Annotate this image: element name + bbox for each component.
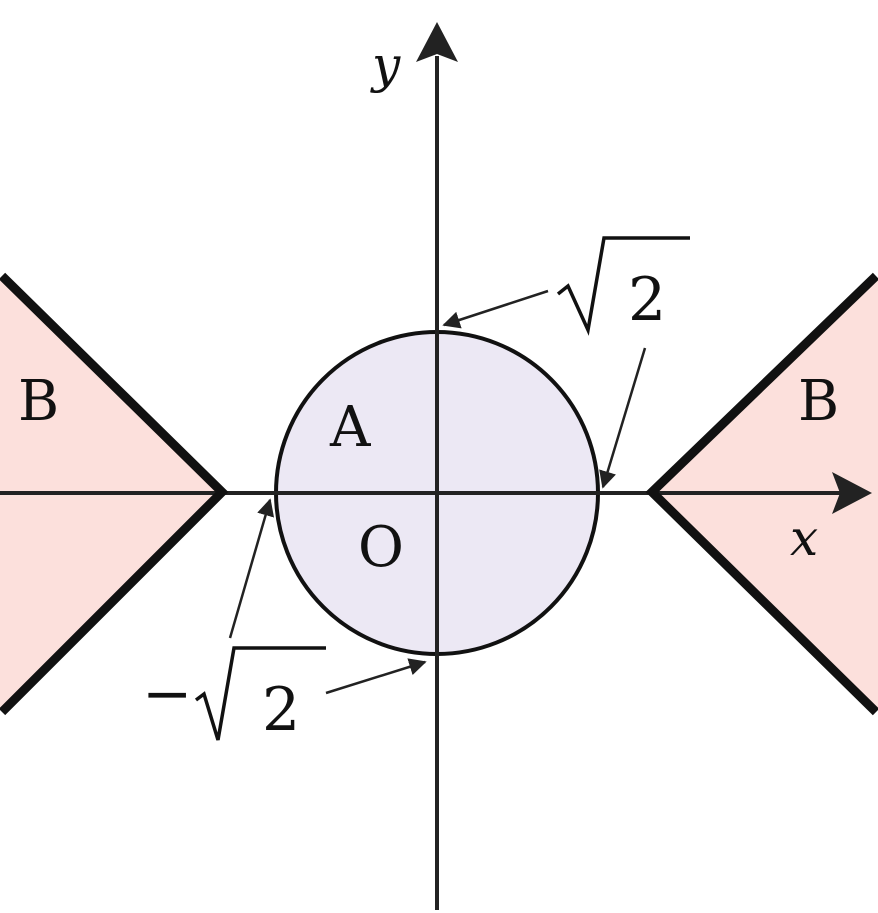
boundary-right	[645, 272, 878, 716]
origin-label: O	[358, 515, 404, 580]
region-a-label: A	[329, 395, 371, 460]
radicand-bottom: 2	[262, 675, 300, 745]
neg-sqrt-2-label: − 2	[142, 646, 326, 745]
region-b-left-label: B	[18, 369, 59, 434]
sqrt-2-label: 2	[556, 236, 690, 336]
x-axis-label: x	[790, 509, 818, 567]
radical-sign-bottom	[194, 646, 326, 741]
x-axis-arrowhead	[832, 472, 872, 514]
minus-sign: −	[142, 659, 192, 729]
arrow-right	[599, 347, 647, 489]
radicand-top: 2	[628, 265, 666, 335]
boundary-left	[0, 272, 229, 716]
radical-sign-top	[556, 236, 690, 336]
arrow-left	[228, 498, 275, 639]
arrow-bottom	[325, 658, 427, 695]
arrow-top	[442, 289, 549, 329]
region-b-right-label: B	[798, 369, 839, 434]
y-axis-arrowhead	[416, 22, 458, 62]
y-axis-label: y	[370, 36, 401, 94]
